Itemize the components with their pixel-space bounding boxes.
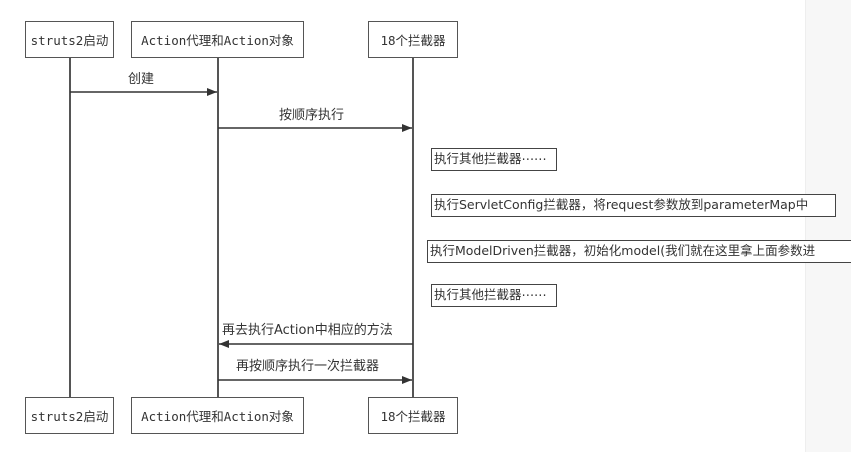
message-label-create: 创建 <box>128 72 155 87</box>
participant-interceptors-top: 18个拦截器 <box>368 21 458 58</box>
side-panel <box>805 0 851 452</box>
participant-startup-bottom: struts2启动 <box>25 397 114 434</box>
message-label-execute-in-order: 按顺序执行 <box>279 108 345 123</box>
participant-proxy-bottom: Action代理和Action对象 <box>131 397 304 434</box>
message-label-execute-again: 再按顺序执行一次拦截器 <box>236 359 380 374</box>
participant-startup-top: struts2启动 <box>25 21 114 58</box>
participant-interceptors-bottom: 18个拦截器 <box>368 397 458 434</box>
participant-proxy-top: Action代理和Action对象 <box>131 21 304 58</box>
message-label-call-action-method: 再去执行Action中相应的方法 <box>222 323 393 338</box>
note-other-interceptors-2: 执行其他拦截器⋯⋯ <box>431 284 557 307</box>
note-modeldriven-interceptor: 执行ModelDriven拦截器，初始化model(我们就在这里拿上面参数进 <box>427 240 851 263</box>
note-other-interceptors-1: 执行其他拦截器⋯⋯ <box>431 148 557 171</box>
note-servletconfig-interceptor: 执行ServletConfig拦截器，将request参数放到parameter… <box>431 194 836 217</box>
